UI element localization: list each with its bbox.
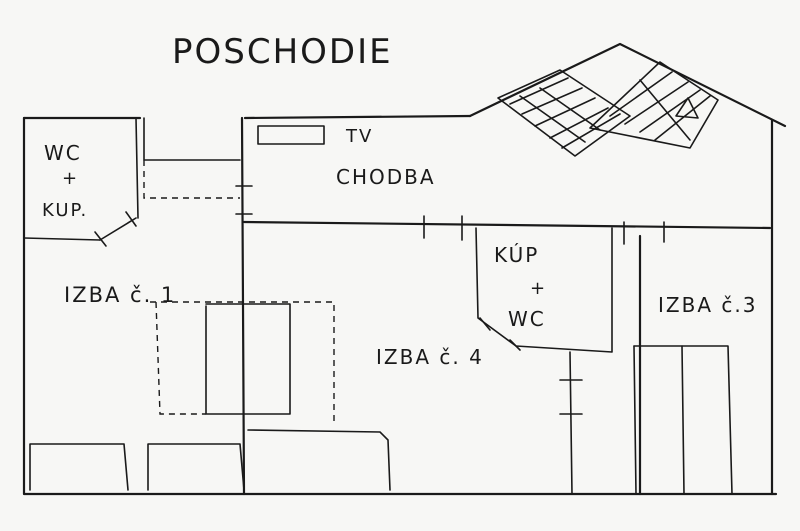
bathroom-room4 <box>475 227 613 353</box>
room1-label: IZBA č. 1 <box>64 283 176 307</box>
corridor-label: CHODBA <box>336 165 436 189</box>
interior-walls <box>235 116 772 496</box>
room4-furniture <box>247 429 391 491</box>
stair-direction-icon <box>675 97 699 119</box>
bathroom-room4-label-line1: KÚP <box>494 243 539 267</box>
closet <box>143 117 241 199</box>
wc-bath-top-left <box>23 117 139 247</box>
wc-bath-label-line3: KUP. <box>42 200 88 221</box>
room3-label: IZBA č.3 <box>658 293 757 317</box>
wc-bath-label-line1: WC <box>44 141 82 165</box>
outer-walls <box>22 42 787 496</box>
tv-icon <box>257 125 325 145</box>
bathroom-room4-label-line2: + <box>530 278 547 299</box>
bathroom-room4-label-line3: WC <box>508 307 546 331</box>
plan-title: POSCHODIE <box>172 32 393 72</box>
room3-wardrobe <box>633 345 733 495</box>
staircase <box>497 61 719 157</box>
room1-furniture <box>29 301 335 491</box>
room4-label: IZBA č. 4 <box>376 345 484 369</box>
wc-bath-label-line2: + <box>62 168 79 189</box>
tv-label: TV <box>345 126 373 147</box>
